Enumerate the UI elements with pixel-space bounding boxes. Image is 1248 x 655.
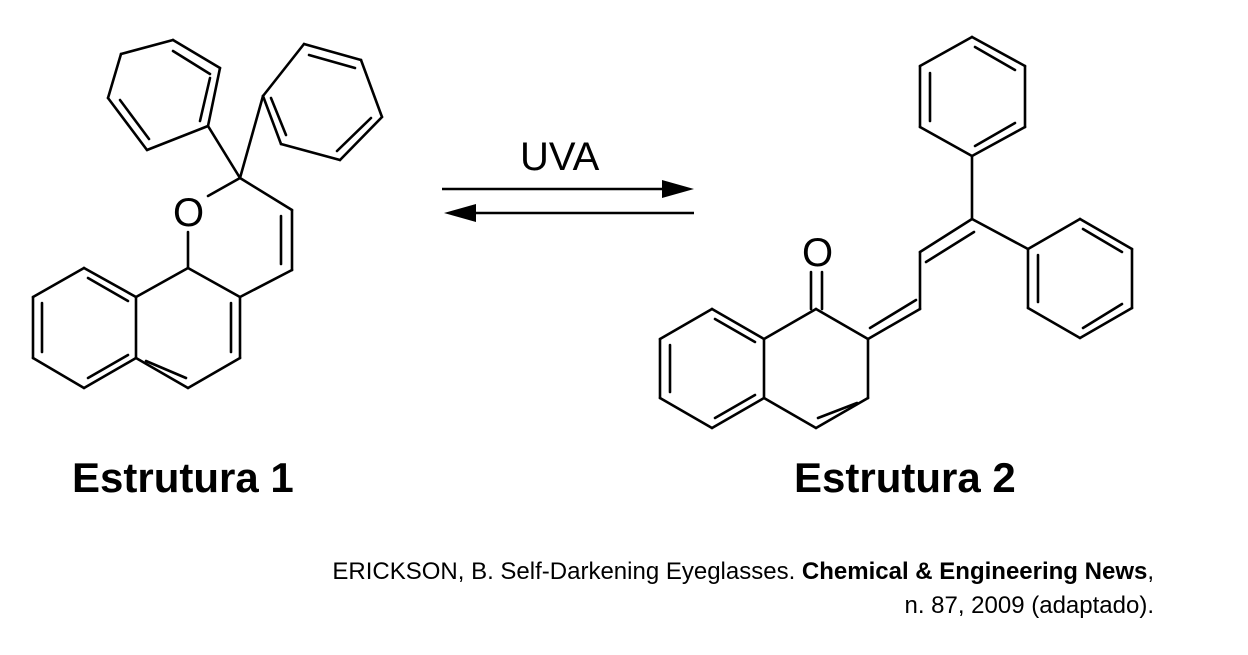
arrow-label-uva: UVA [520, 135, 600, 179]
reference-journal: Chemical & Engineering News [801, 558, 1148, 585]
structure-2-molecule [658, 35, 1134, 430]
s2-phenyl-ring-right [970, 217, 1134, 340]
s1-phenyl-ring-b [238, 42, 384, 180]
s1-oxygen-atom: O [173, 191, 204, 235]
s2-phenyl-ring-upper [918, 35, 1027, 221]
s2-naphthalenone-ring-left [658, 307, 766, 430]
s1-naphthalene-ring-left [31, 266, 138, 390]
s2-naphthalenone-ring-right [762, 307, 870, 430]
reference-line-1: ERICKSON, B. Self-Darkening Eyeglasses. … [332, 558, 1154, 586]
s1-naphthalene-ring-right [134, 266, 242, 390]
s1-pyran-ring [186, 176, 294, 299]
s2-oxygen-atom: O [802, 231, 833, 275]
forward-arrowhead [662, 180, 694, 198]
structure-1-molecule [31, 38, 384, 390]
reference-author-title: ERICKSON, B. Self-Darkening Eyeglasses. [332, 558, 802, 585]
reference-comma: , [1147, 558, 1154, 585]
reverse-arrowhead [444, 204, 476, 222]
structure-2-label: Estrutura 2 [794, 454, 1016, 501]
equilibrium-arrows [442, 180, 694, 222]
reference-line-2: n. 87, 2009 (adaptado). [904, 592, 1154, 619]
s2-diene-chain [866, 217, 976, 341]
s1-phenyl-ring-a [106, 38, 242, 180]
s2-carbonyl [809, 270, 824, 311]
structure-1-label: Estrutura 1 [72, 454, 294, 501]
